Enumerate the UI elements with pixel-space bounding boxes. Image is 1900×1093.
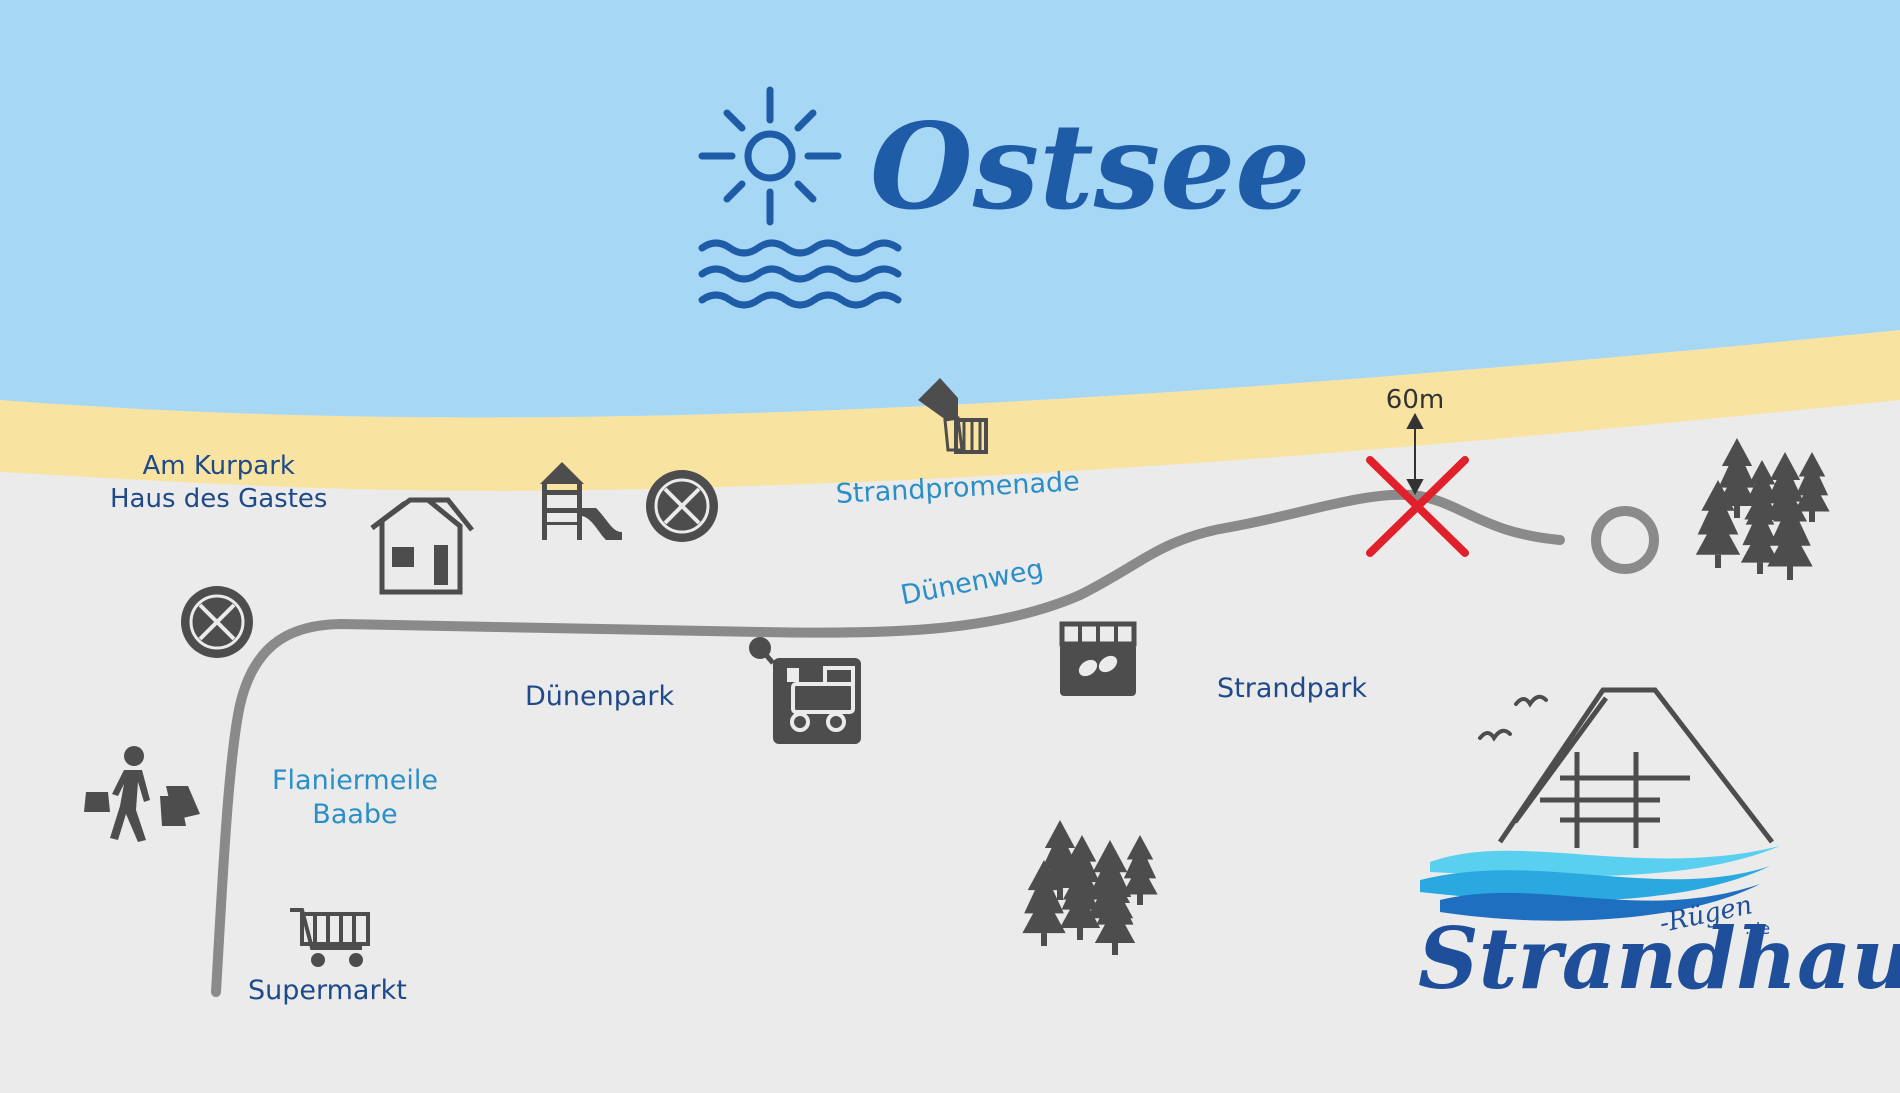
pine-tree	[1122, 835, 1158, 895]
shopping-person-icon	[84, 746, 200, 842]
pine-tree-trunk	[1734, 506, 1740, 518]
sun-icon	[698, 86, 842, 226]
pine-tree-trunk	[1077, 928, 1083, 940]
flaniermeile-label-line1: Flaniermeile	[272, 765, 438, 796]
pine-tree	[1744, 460, 1780, 520]
kurpark-label-line1: Am Kurpark	[142, 451, 295, 481]
pine-tree	[1716, 438, 1758, 506]
beach-chair-icon	[918, 378, 988, 454]
pine-tree	[1767, 490, 1813, 567]
flaniermeile-label-line2: Baabe	[312, 798, 398, 830]
pine-tree-trunk	[1057, 888, 1063, 900]
logo-waves	[1420, 846, 1780, 921]
pine-tree	[1740, 498, 1780, 563]
waves-icon	[698, 239, 902, 309]
trees-icon-bottom	[1022, 820, 1158, 955]
pine-tree-trunk	[1809, 511, 1815, 522]
strandpark-label: Strandpark	[1217, 673, 1368, 704]
shopping-cart-icon	[290, 908, 370, 967]
pine-tree	[1794, 452, 1830, 512]
restaurant-icon	[646, 470, 718, 542]
playground-icon	[540, 462, 622, 540]
logo-tld: .de	[1745, 919, 1770, 938]
kurpark-label: Am Kurpark Haus des Gastes	[110, 450, 327, 515]
trees-icon	[1695, 438, 1830, 580]
strandhaus-logo: Strandhaus -Rügen .de	[1418, 687, 1900, 1008]
flaniermeile-label: Flaniermeile Baabe	[272, 764, 438, 832]
house-icon	[370, 497, 474, 595]
restaurant-icon-left	[181, 586, 253, 658]
bakery-shop-icon	[1059, 621, 1137, 696]
pine-tree-trunk	[1137, 894, 1143, 905]
logo-name: Strandhaus	[1418, 909, 1900, 1008]
pine-tree	[1695, 480, 1741, 555]
endpoint-circle-icon	[1591, 506, 1659, 574]
pine-tree	[1094, 875, 1136, 943]
train-icon	[749, 637, 861, 744]
distance-label: 60m	[1386, 385, 1444, 415]
supermarkt-label: Supermarkt	[248, 975, 407, 1006]
kurpark-label-line2: Haus des Gastes	[110, 483, 328, 514]
pine-tree-trunk	[1715, 554, 1721, 568]
pine-tree	[1059, 860, 1101, 928]
pine-tree-trunk	[1757, 562, 1763, 574]
duenenpark-label: Dünenpark	[525, 681, 675, 712]
seagulls-icon	[1478, 694, 1548, 742]
pine-tree-trunk	[1112, 943, 1118, 955]
map-title: Ostsee	[870, 97, 1310, 236]
location-cross-icon	[1366, 456, 1469, 557]
pine-tree-trunk	[1041, 933, 1047, 946]
a-frame-house-icon	[1497, 687, 1774, 848]
pine-tree	[1022, 860, 1066, 934]
pine-tree-trunk	[1787, 566, 1793, 580]
sea-area	[0, 0, 1900, 418]
distance-arrow	[1406, 412, 1424, 496]
